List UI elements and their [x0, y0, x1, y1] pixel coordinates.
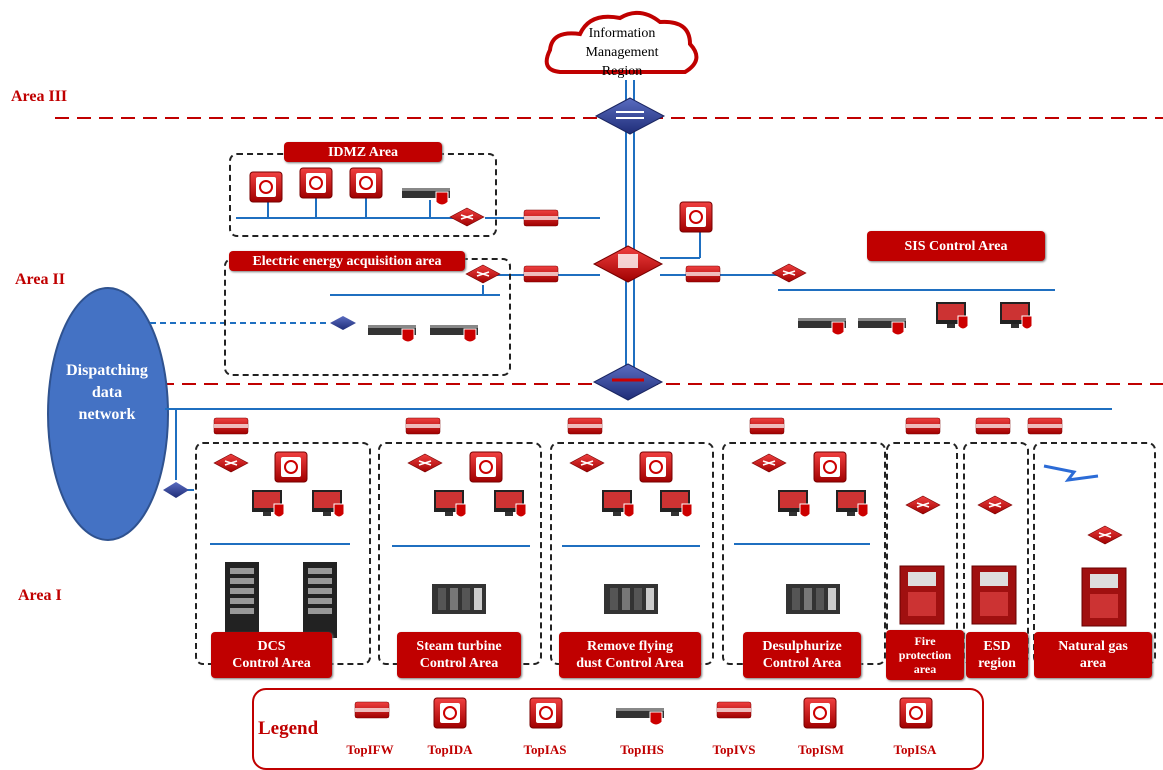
legend-item-topivs: TopIVS [712, 742, 756, 757]
area1-devices [210, 417, 1127, 638]
dust-tag-line-2: dust Control Area [576, 656, 684, 671]
dispatch-line-1: Dispatching [66, 362, 148, 379]
information-cloud [544, 10, 699, 74]
desulph-tag-line-1: Desulphurize [762, 639, 842, 654]
core-switch [592, 245, 664, 283]
top-router [594, 97, 666, 135]
area1-router [592, 363, 664, 401]
fire-tag-line-1: Fire [914, 634, 936, 648]
dispatch-network-ellipse [47, 287, 169, 541]
fire-tag-line-2: protection [898, 648, 952, 662]
gas-tag: Natural gas area [1034, 632, 1152, 678]
dispatch-router [163, 482, 189, 498]
electric-box [224, 258, 511, 376]
dcs-tag-line-2: Control Area [232, 656, 311, 671]
legend-box [252, 688, 984, 770]
area-ii-label: Area II [15, 271, 65, 288]
legend-item-topisa: TopISA [893, 742, 937, 757]
cloud-line-2: Management [585, 45, 659, 60]
cloud-line-1: Information [588, 26, 656, 41]
dust-tag: Remove flying dust Control Area [559, 632, 701, 678]
legend-item-topifw: TopIFW [346, 742, 394, 757]
area-i-label: Area I [18, 587, 62, 604]
legend-title: Legend [258, 718, 319, 739]
dust-tag-line-1: Remove flying [587, 639, 673, 654]
dcs-tag: DCS Control Area [211, 632, 332, 678]
dispatch-text: Dispatching data network [52, 360, 162, 426]
idmz-box [229, 153, 497, 237]
steam-tag: Steam turbine Control Area [397, 632, 521, 678]
cloud-line-3: Region [601, 64, 643, 79]
steam-tag-line-2: Control Area [419, 656, 499, 671]
dcs-tag-line-1: DCS [257, 639, 286, 654]
legend-item-topida: TopIDA [427, 742, 473, 757]
fire-tag: Fire protection area [886, 630, 964, 680]
esd-tag-line-2: region [978, 656, 1016, 671]
fire-tag-line-3: area [913, 662, 937, 676]
steam-tag-line-1: Steam turbine [416, 639, 502, 654]
electric-tag: Electric energy acquisition area [229, 251, 465, 271]
desulph-tag: Desulphurize Control Area [743, 632, 861, 678]
dispatch-line-2: data [91, 384, 123, 401]
area-iii-label: Area III [11, 88, 68, 105]
idmz-tag: IDMZ Area [284, 142, 442, 162]
gas-tag-line-1: Natural gas [1058, 639, 1128, 654]
cloud-text: Information Management Region [568, 24, 676, 81]
sis-tag: SIS Control Area [867, 231, 1045, 261]
esd-tag: ESD region [966, 632, 1028, 678]
gas-tag-line-2: area [1079, 656, 1107, 671]
esd-tag-line-1: ESD [983, 639, 1011, 654]
legend-item-topism: TopISM [798, 742, 844, 757]
desulph-tag-line-2: Control Area [762, 656, 842, 671]
legend-item-topihs: TopIHS [620, 742, 664, 757]
dispatch-line-3: network [78, 406, 136, 423]
small-router [330, 316, 356, 330]
legend-item-topias: TopIAS [523, 742, 567, 757]
